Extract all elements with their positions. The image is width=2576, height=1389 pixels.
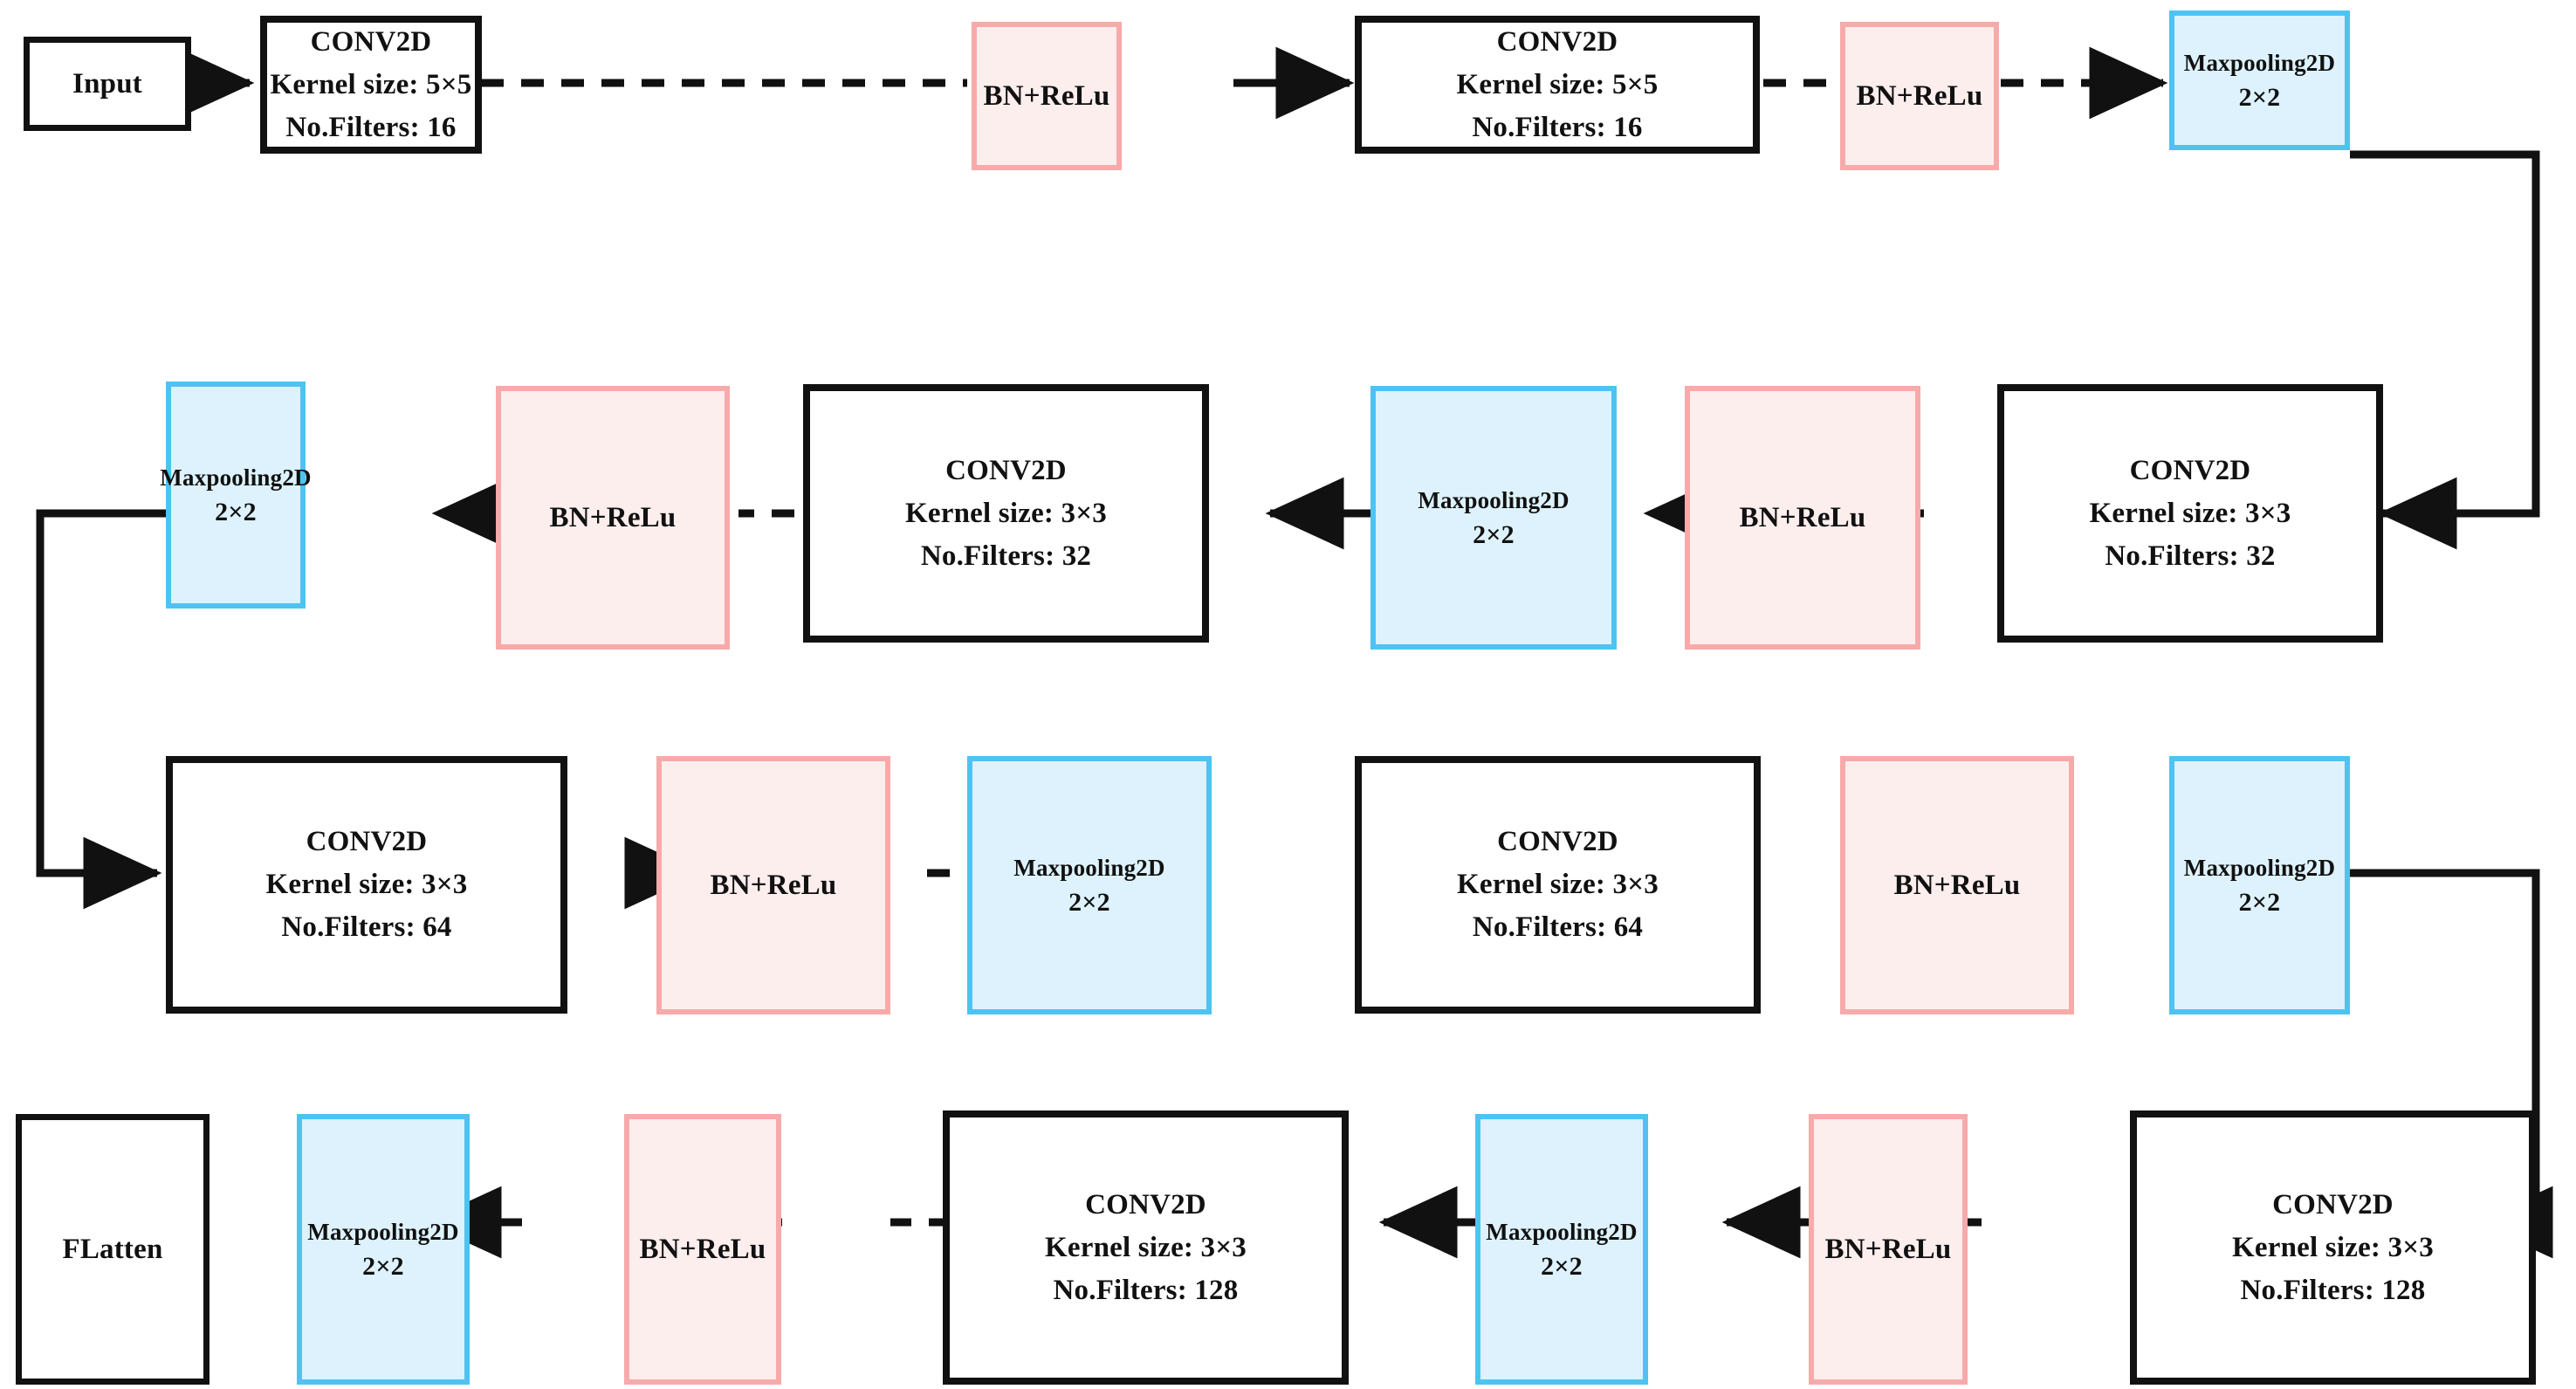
conv-filters: No.Filters: 64 — [1472, 911, 1644, 943]
conv-kernel: Kernel size: 5×5 — [270, 68, 472, 100]
bn-label: BN+ReLu — [1824, 1234, 1952, 1265]
node-input-label: Input — [72, 68, 142, 100]
conv-kernel: Kernel size: 3×3 — [1045, 1231, 1247, 1263]
conv-title: CONV2D — [306, 826, 428, 857]
pool-title: Maxpooling2D — [2183, 855, 2336, 881]
bn-label: BN+ReLu — [1739, 502, 1866, 533]
node-bn-relu-2[interactable]: BN+ReLu — [1840, 22, 1999, 170]
node-maxpooling2d-7[interactable]: Maxpooling2D 2×2 — [297, 1114, 470, 1385]
pool-size: 2×2 — [2238, 83, 2281, 112]
bn-label: BN+ReLu — [1856, 80, 1983, 112]
conv-kernel: Kernel size: 3×3 — [2232, 1231, 2434, 1263]
pool-title: Maxpooling2D — [160, 464, 312, 491]
conv-filters: No.Filters: 16 — [285, 111, 457, 143]
node-conv2d-7[interactable]: CONV2D Kernel size: 3×3 No.Filters: 128 — [2130, 1111, 2536, 1385]
conv-title: CONV2D — [945, 454, 1067, 486]
node-bn-relu-4[interactable]: BN+ReLu — [496, 386, 730, 650]
conv-title: CONV2D — [1085, 1188, 1206, 1221]
node-maxpooling2d-4[interactable]: Maxpooling2D 2×2 — [967, 756, 1212, 1014]
conv-filters: No.Filters: 32 — [2105, 540, 2276, 572]
pool-size: 2×2 — [1541, 1252, 1583, 1281]
node-conv2d-2[interactable]: CONV2D Kernel size: 5×5 No.Filters: 16 — [1355, 16, 1760, 154]
node-bn-relu-5[interactable]: BN+ReLu — [656, 756, 890, 1014]
node-maxpooling2d-6[interactable]: Maxpooling2D 2×2 — [1475, 1114, 1648, 1385]
node-bn-relu-3[interactable]: BN+ReLu — [1685, 386, 1920, 650]
conv-filters: No.Filters: 16 — [1472, 111, 1643, 143]
pool-size: 2×2 — [362, 1252, 404, 1281]
node-bn-relu-8[interactable]: BN+ReLu — [624, 1114, 781, 1385]
node-conv2d-1[interactable]: CONV2D Kernel size: 5×5 No.Filters: 16 — [260, 16, 482, 154]
pool-title: Maxpooling2D — [307, 1219, 459, 1245]
bn-label: BN+ReLu — [710, 870, 837, 901]
node-flatten-label: FLatten — [62, 1234, 163, 1265]
conv-title: CONV2D — [1496, 25, 1618, 58]
node-conv2d-5[interactable]: CONV2D Kernel size: 3×3 No.Filters: 64 — [166, 756, 567, 1014]
conv-kernel: Kernel size: 5×5 — [1456, 68, 1659, 100]
pool-title: Maxpooling2D — [2183, 50, 2336, 76]
pool-title: Maxpooling2D — [1486, 1219, 1638, 1245]
pool-title: Maxpooling2D — [1418, 487, 1570, 513]
node-bn-relu-1[interactable]: BN+ReLu — [972, 22, 1122, 170]
conv-kernel: Kernel size: 3×3 — [905, 497, 1107, 529]
conv-title: CONV2D — [1497, 826, 1618, 857]
conv-filters: No.Filters: 128 — [2240, 1274, 2426, 1306]
node-conv2d-3[interactable]: CONV2D Kernel size: 3×3 No.Filters: 32 — [1997, 384, 2383, 643]
conv-title: CONV2D — [310, 25, 432, 58]
pool-size: 2×2 — [215, 498, 257, 526]
conv-title: CONV2D — [2272, 1188, 2394, 1221]
node-maxpooling2d-1[interactable]: Maxpooling2D 2×2 — [2169, 10, 2350, 150]
wire-row2-to-row3 — [36, 509, 166, 910]
conv-filters: No.Filters: 128 — [1053, 1274, 1239, 1306]
node-flatten[interactable]: FLatten — [16, 1114, 210, 1385]
pool-size: 2×2 — [1473, 520, 1515, 549]
node-maxpooling2d-3[interactable]: Maxpooling2D 2×2 — [160, 382, 312, 609]
node-bn-relu-7[interactable]: BN+ReLu — [1809, 1114, 1968, 1385]
node-conv2d-8[interactable]: CONV2D Kernel size: 3×3 No.Filters: 128 — [943, 1111, 1349, 1385]
bn-label: BN+ReLu — [1893, 870, 2021, 901]
pool-size: 2×2 — [2238, 888, 2281, 917]
node-maxpooling2d-5[interactable]: Maxpooling2D 2×2 — [2169, 756, 2350, 1014]
conv-kernel: Kernel size: 3×3 — [1457, 869, 1659, 900]
pool-size: 2×2 — [1068, 888, 1110, 917]
conv-filters: No.Filters: 32 — [920, 540, 1092, 572]
conv-kernel: Kernel size: 3×3 — [265, 869, 468, 900]
bn-label: BN+ReLu — [983, 80, 1110, 112]
node-maxpooling2d-2[interactable]: Maxpooling2D 2×2 — [1370, 386, 1617, 650]
conv-kernel: Kernel size: 3×3 — [2089, 497, 2291, 529]
bn-label: BN+ReLu — [549, 502, 677, 533]
conv-title: CONV2D — [2129, 454, 2251, 486]
node-conv2d-6[interactable]: CONV2D Kernel size: 3×3 No.Filters: 64 — [1355, 756, 1761, 1014]
pool-title: Maxpooling2D — [1013, 855, 1165, 881]
node-conv2d-4[interactable]: CONV2D Kernel size: 3×3 No.Filters: 32 — [803, 384, 1209, 643]
node-bn-relu-6[interactable]: BN+ReLu — [1840, 756, 2074, 1014]
bn-label: BN+ReLu — [639, 1234, 766, 1265]
conv-filters: No.Filters: 64 — [281, 911, 452, 943]
node-input[interactable]: Input — [24, 37, 191, 131]
